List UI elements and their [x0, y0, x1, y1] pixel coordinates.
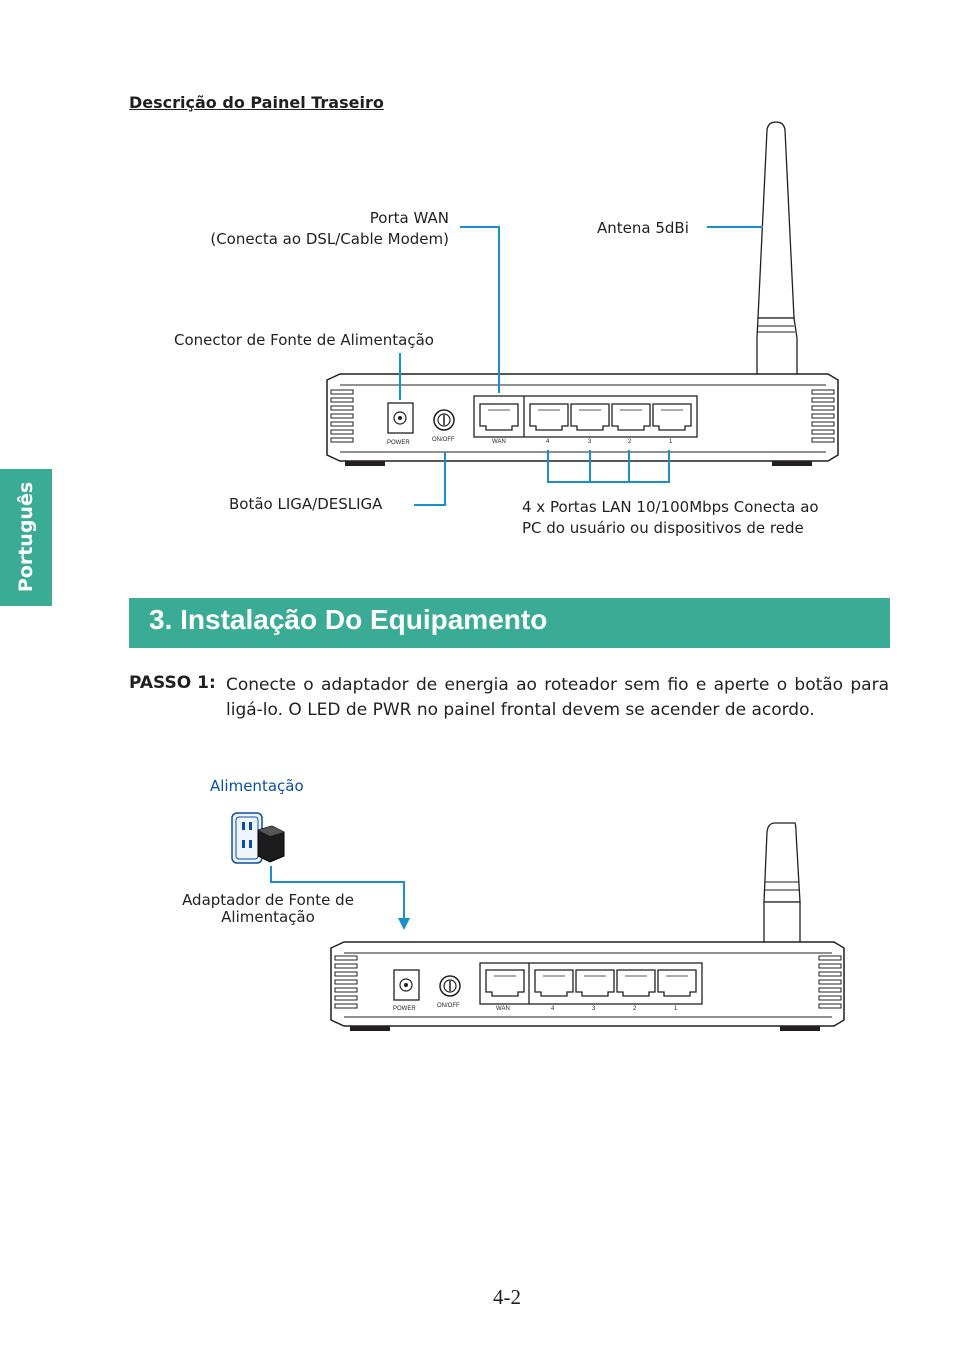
outlet-label: Alimentação [210, 777, 304, 795]
lan-port-number: 1 [669, 439, 673, 445]
lan-port-number: 1 [674, 1006, 678, 1012]
lan-port-number: 4 [551, 1006, 555, 1012]
power-port-label: POWER [387, 440, 410, 446]
power-adapter-icon [257, 825, 285, 863]
lan-port-number: 4 [546, 439, 550, 445]
adapter-callout-label: Adaptador de Fonte de Alimentação [182, 891, 354, 926]
page-number: 4-2 [493, 1285, 521, 1309]
onoff-port-label: ON/OFF [432, 437, 455, 443]
power-connector-callout-label: Conector de Fonte de Alimentação [174, 331, 434, 349]
lan-port-icon [529, 403, 569, 431]
wan-port-label: WAN [496, 1006, 510, 1012]
wan-port-icon [479, 403, 519, 431]
step-text: Conecte o adaptador de energia ao rotead… [226, 675, 889, 720]
wan-port-label: WAN [492, 439, 506, 445]
lan-port-icon [570, 403, 610, 431]
antenna-callout-label: Antena 5dBi [597, 219, 689, 237]
lan-port-icon [652, 403, 692, 431]
wan-port-icon [485, 969, 525, 997]
lan-port-icon [657, 969, 697, 997]
lan-port-number: 3 [588, 439, 592, 445]
lan-port-number: 2 [628, 439, 632, 445]
lan-port-icon [534, 969, 574, 997]
callout-lines [399, 226, 763, 506]
lan-port-icon [575, 969, 615, 997]
router-installation: POWER ON/OFF WAN 4 3 2 1 [330, 822, 845, 1031]
onoff-callout-label: Botão LIGA/DESLIGA [229, 495, 383, 513]
power-port-label: POWER [393, 1006, 416, 1012]
section-title: 3. Instalação Do Equipamento [149, 604, 548, 635]
arrow-down-icon [398, 918, 410, 930]
step-label: PASSO 1: [129, 673, 216, 693]
lan-port-number: 2 [633, 1006, 637, 1012]
section-banner: 3. Instalação Do Equipamento [129, 598, 890, 648]
antenna-icon [757, 121, 795, 319]
adapter-callout-line [270, 866, 405, 920]
language-tab: Português [0, 469, 52, 606]
lan-port-icon [616, 969, 656, 997]
lan-port-number: 3 [592, 1006, 596, 1012]
wan-callout-label: Porta WAN (Conecta ao DSL/Cable Modem) [210, 209, 449, 248]
lan-callout-label: 4 x Portas LAN 10/100Mbps Conecta ao PC … [522, 498, 819, 537]
rear-panel-heading: Descrição do Painel Traseiro [129, 93, 384, 112]
onoff-port-label: ON/OFF [437, 1003, 460, 1009]
router-rear-panel: POWER ON/OFF WAN 4 3 2 1 [326, 121, 839, 466]
lan-port-icon [611, 403, 651, 431]
